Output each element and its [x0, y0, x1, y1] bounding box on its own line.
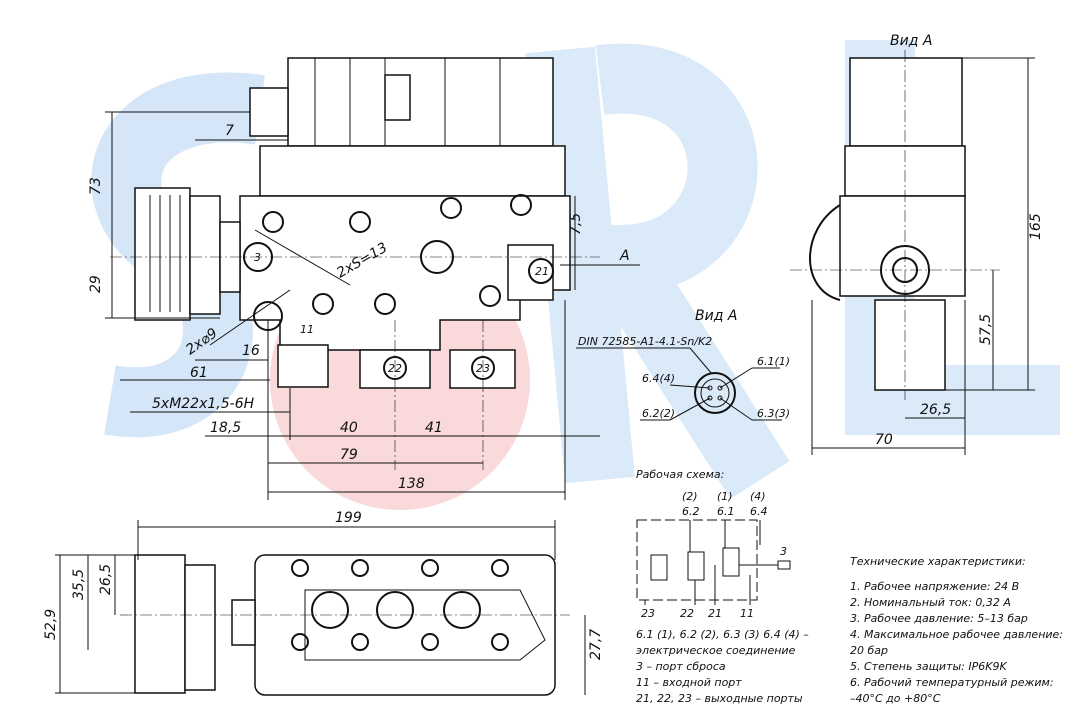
connector-title: Вид А: [695, 308, 737, 324]
scheme-label: 6.2: [682, 505, 700, 518]
pin-6-2: 6.2(2): [642, 407, 675, 420]
technical-specs: Технические характеристики: 1. Рабочее н…: [850, 555, 1063, 705]
working-scheme: Рабочая схема: (2) 6.2 (1) 6.1 (4) 6.4 3…: [636, 468, 809, 705]
dim-165: 165: [1028, 213, 1044, 240]
dim-35-5: 35,5: [71, 569, 87, 600]
dim-40: 40: [340, 420, 358, 436]
port-label-11: 11: [300, 323, 314, 336]
scheme-port: 21: [708, 607, 722, 620]
port-label-22: 22: [388, 362, 402, 375]
port-label-21: 21: [535, 265, 549, 278]
dim-199: 199: [335, 510, 362, 526]
dim-7-5: 7,5: [568, 213, 584, 235]
side-view-title: Вид А: [890, 33, 932, 49]
dim-70: 70: [875, 432, 893, 448]
dim-27-7: 27,7: [588, 629, 604, 660]
view-arrow-label: A: [619, 248, 630, 264]
scheme-label: (4): [750, 490, 766, 503]
dim-26-5: 26,5: [920, 402, 951, 418]
dim-41: 41: [425, 420, 443, 436]
dim-52-9: 52,9: [43, 609, 59, 640]
pin-6-3: 6.3(3): [757, 407, 790, 420]
spec-item: 20 бар: [850, 644, 888, 657]
specs-title: Технические характеристики:: [850, 555, 1026, 568]
legend-line: 11 – входной порт: [636, 676, 742, 689]
pin-6-1: 6.1(1): [757, 355, 790, 368]
dim-29: 29: [88, 275, 104, 293]
side-view: Вид А 165 57,5 26,5 70: [790, 33, 1044, 455]
scheme-port: 11: [740, 607, 754, 620]
dim-26-5-top: 26,5: [98, 564, 114, 595]
scheme-port: 23: [641, 607, 655, 620]
dim-73: 73: [88, 177, 104, 195]
front-view: 73 29 7 7,5 2xS=13 2x⌀9 16 61 5xM22x1,5-…: [88, 57, 640, 500]
spec-item: 1. Рабочее напряжение: 24 В: [850, 580, 1019, 593]
dim-thread: 5xM22x1,5-6H: [152, 396, 255, 412]
legend-line: 3 – порт сброса: [636, 660, 726, 673]
legend-line: электрическое соединение: [636, 644, 796, 657]
dim-57-5: 57,5: [978, 314, 994, 345]
dim-18-5: 18,5: [210, 420, 241, 436]
dim-79: 79: [340, 447, 358, 463]
scheme-label: 6.4: [750, 505, 768, 518]
legend-line: 21, 22, 23 – выходные порты: [636, 692, 803, 705]
port-label-23: 23: [476, 362, 490, 375]
spec-item: 6. Рабочий температурный режим:: [850, 676, 1054, 689]
dim-61: 61: [190, 365, 208, 381]
scheme-label: (1): [717, 490, 733, 503]
scheme-port: 22: [680, 607, 694, 620]
dim-7: 7: [225, 123, 234, 139]
top-view: 199 52,9 35,5 26,5 27,7: [43, 510, 604, 696]
spec-item: 3. Рабочее давление: 5–13 бар: [850, 612, 1028, 625]
dim-16: 16: [242, 343, 260, 359]
connector-standard: DIN 72585-A1-4.1-Sn/K2: [578, 335, 712, 348]
spec-item: –40°C до +80°C: [850, 692, 941, 705]
legend-line: 6.1 (1), 6.2 (2), 6.3 (3) 6.4 (4) –: [636, 628, 809, 641]
spec-item: 5. Степень защиты: IP6K9K: [850, 660, 1007, 673]
port-label-3: 3: [254, 251, 261, 264]
scheme-label: 6.1: [717, 505, 735, 518]
connector-view: Вид А DIN 72585-A1-4.1-Sn/K2 6.1(1) 6.4(…: [576, 308, 790, 421]
dim-138: 138: [398, 476, 425, 492]
pin-6-4: 6.4(4): [642, 372, 675, 385]
scheme-exhaust: 3: [780, 545, 787, 558]
spec-item: 4. Максимальное рабочее давление:: [850, 628, 1063, 641]
spec-item: 2. Номинальный ток: 0,32 А: [850, 596, 1011, 609]
scheme-label: (2): [682, 490, 698, 503]
scheme-title: Рабочая схема:: [636, 468, 724, 481]
